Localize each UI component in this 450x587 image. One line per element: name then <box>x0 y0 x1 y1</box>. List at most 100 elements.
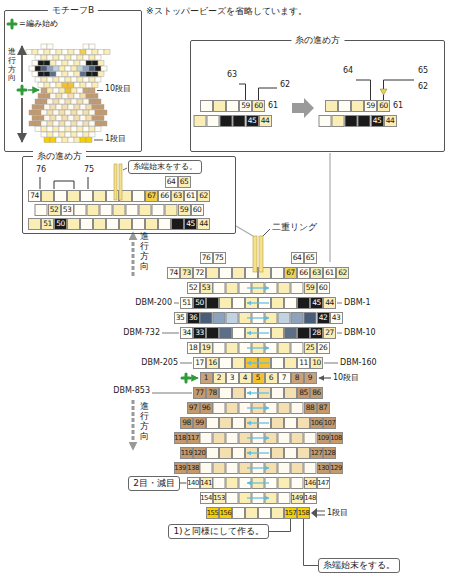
bead-number-text: 2 <box>217 374 221 382</box>
drawing-rect <box>92 61 98 66</box>
drawing-rect <box>80 138 86 143</box>
bead-number-text: 85 <box>299 389 308 397</box>
drawing-rect <box>50 94 56 99</box>
drawing-rect <box>220 328 232 339</box>
bead-number-text: 129 <box>330 465 341 472</box>
thread-number: 65 <box>418 66 428 76</box>
drawing-rect <box>56 116 62 121</box>
drawing-line <box>247 422 269 423</box>
drawing-rect <box>62 94 68 99</box>
panel-heading: 糸の進め方 <box>33 150 86 162</box>
drawing-rect <box>94 219 106 230</box>
drawing-rect <box>98 72 104 77</box>
bead-number: 3 <box>226 372 239 384</box>
row-label: 1段目 <box>105 134 126 144</box>
bead-number-text: 27 <box>325 329 334 337</box>
bead-number: 62 <box>197 190 210 202</box>
bead-number: 154 <box>200 492 213 504</box>
legend-text: =編み始め <box>19 19 58 29</box>
drawing-rect <box>207 448 219 459</box>
drawing-line <box>337 333 342 334</box>
drawing-rect <box>65 77 71 82</box>
bead-number-text: 62 <box>338 269 347 277</box>
drawing-rect <box>44 105 50 110</box>
bead-number: 60 <box>191 204 204 216</box>
drawing-rect <box>92 83 98 88</box>
drawing-rect <box>77 66 83 71</box>
drawing-rect <box>86 83 92 88</box>
drawing-rect <box>220 358 232 369</box>
bead-number: 98 <box>180 417 193 429</box>
drawing-rect <box>298 298 310 309</box>
color-leaders <box>152 303 342 393</box>
drawing-rect <box>298 328 310 339</box>
drawing-rect <box>285 418 297 429</box>
drawing-rect <box>291 313 303 324</box>
direction-label: 進行方向 <box>8 48 16 83</box>
drawing-rect <box>272 358 284 369</box>
bead-number-text: 11 <box>299 359 308 367</box>
drawing-rect <box>213 403 225 414</box>
leader-line <box>97 90 103 91</box>
bead-number: 59 <box>178 204 191 216</box>
drawing-rect <box>59 127 65 132</box>
bead-number-text: 7 <box>282 374 286 382</box>
bead-number-text: 117 <box>187 435 198 442</box>
bead-number: 64 <box>165 176 178 188</box>
drawing-rect <box>74 61 80 66</box>
bead-number: 65 <box>304 252 317 264</box>
drawing-rect <box>83 110 89 115</box>
drawing-rect <box>83 88 89 93</box>
drawing-rect <box>41 99 47 104</box>
row-arrow <box>319 377 331 378</box>
bead-number-text: 156 <box>220 510 231 517</box>
drawing-rect <box>81 191 93 202</box>
row-label: 10段目 <box>333 373 359 383</box>
drawing-rect <box>304 313 316 324</box>
bead-number-text: 109 <box>317 435 328 442</box>
drawing-rect <box>226 313 238 324</box>
drawing-rect <box>53 127 59 132</box>
bead-number: 99 <box>193 417 206 429</box>
drawing-rect <box>56 105 62 110</box>
drawing-rect <box>89 66 95 71</box>
drawing-rect <box>71 55 77 60</box>
bead-number: 97 <box>187 402 200 414</box>
color-code: DBM-853 <box>113 386 150 396</box>
drawing-rect <box>226 493 238 504</box>
bead-number: 158 <box>297 507 310 519</box>
bead-number: 120 <box>193 447 206 459</box>
drawing-rect <box>77 99 83 104</box>
bead-number-text: 88 <box>306 404 315 412</box>
drawing-rect <box>74 205 86 216</box>
drawing-line <box>247 467 269 468</box>
bead-number-text: 53 <box>202 284 211 292</box>
drawing-rect <box>278 343 290 354</box>
bead-number: 67 <box>145 190 158 202</box>
bead-number: 10 <box>310 357 323 369</box>
bead-number: 139 <box>174 462 187 474</box>
bead-number-text: 45 <box>312 299 321 307</box>
drawing-rect <box>95 110 101 115</box>
drawing-rect <box>233 358 245 369</box>
thread-number: 61 <box>268 101 278 111</box>
bead-number: 45 <box>310 297 323 309</box>
drawing-rect <box>213 343 225 354</box>
drawing-rect <box>68 50 74 55</box>
owl-miniature <box>26 44 110 143</box>
drawing-line <box>247 452 269 453</box>
drawing-rect <box>89 132 95 137</box>
drawing-rect <box>345 116 357 127</box>
bead-number: 4 <box>239 372 252 384</box>
drawing-rect <box>53 66 59 71</box>
drawing-rect <box>92 94 98 99</box>
drawing-rect <box>291 433 303 444</box>
drawing-rect <box>53 77 59 82</box>
bead-number-text: 73 <box>182 269 191 277</box>
drawing-rect <box>35 55 41 60</box>
bead-number: 50 <box>54 218 67 230</box>
drawing-rect <box>86 94 92 99</box>
drawing-rect <box>272 298 284 309</box>
drawing-rect <box>272 328 284 339</box>
drawing-rect <box>59 55 65 60</box>
